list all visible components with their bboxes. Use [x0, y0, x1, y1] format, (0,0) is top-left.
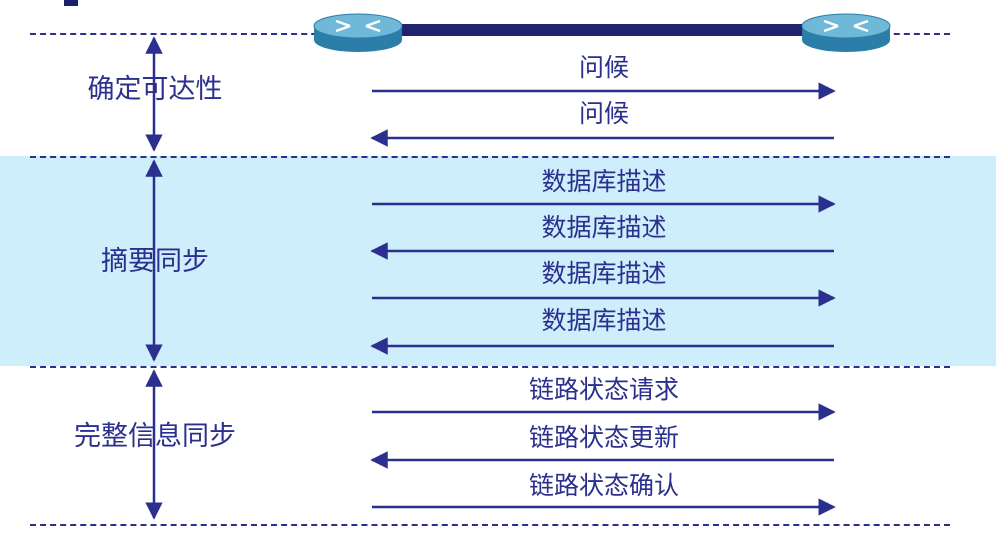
divider-2: [30, 366, 950, 368]
phase-label: 摘要同步: [101, 246, 209, 277]
phase-label: 完整信息同步: [74, 421, 236, 452]
divider-bottom: [30, 524, 950, 526]
router-icon: [313, 13, 403, 52]
message-label: 问候: [578, 53, 629, 82]
message-label: 数据库描述: [541, 167, 667, 196]
message-label: 链路状态确认: [528, 471, 679, 500]
message-label: 数据库描述: [541, 259, 667, 288]
message-label: 链路状态更新: [528, 423, 679, 452]
corner-mark: [64, 0, 78, 6]
message-label: 链路状态请求: [528, 375, 679, 404]
message-label: 数据库描述: [541, 213, 667, 242]
network-link: [392, 24, 812, 36]
message-label: 数据库描述: [541, 306, 667, 335]
summary-sync-band: [0, 156, 996, 366]
router-icon: [801, 13, 891, 52]
phase-label: 确定可达性: [87, 74, 223, 105]
message-label: 问候: [578, 99, 629, 128]
divider-1: [30, 156, 950, 158]
